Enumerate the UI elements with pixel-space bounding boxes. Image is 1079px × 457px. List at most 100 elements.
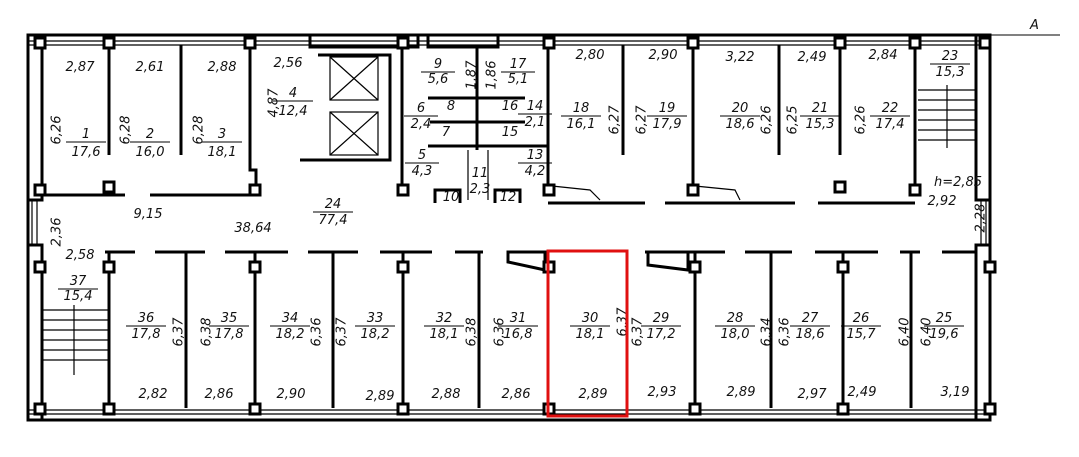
room-area: 17,8 bbox=[215, 327, 244, 342]
room-number: 11 bbox=[472, 166, 489, 181]
dimension-label: 2,90 bbox=[649, 48, 678, 63]
room-area: 2,1 bbox=[525, 115, 546, 130]
room-number: 7 bbox=[442, 125, 451, 140]
dimension-label: 6,37 bbox=[335, 317, 350, 347]
dimension-label: 2,84 bbox=[869, 48, 898, 63]
dimension-label: 6,26 bbox=[854, 106, 869, 135]
room-area: 12,4 bbox=[279, 104, 308, 119]
room-number: 30 bbox=[582, 311, 599, 326]
dimension-label: 2,36 bbox=[50, 218, 65, 247]
dimension-label: 2,87 bbox=[66, 60, 96, 75]
room-number: 9 bbox=[434, 57, 442, 72]
dimension-label: 2,28 bbox=[974, 204, 989, 233]
dimension-label: 2,89 bbox=[579, 387, 608, 402]
room-area: 18,1 bbox=[430, 327, 459, 342]
room-number: 28 bbox=[727, 311, 744, 326]
dimension-label: 2,88 bbox=[432, 387, 461, 402]
room-area: 15,4 bbox=[64, 289, 93, 304]
room-number: 15 bbox=[502, 125, 519, 140]
room-number: 24 bbox=[325, 197, 342, 212]
room-area: 17,9 bbox=[653, 117, 682, 132]
dimension-label: 6,27 bbox=[635, 105, 650, 135]
room-number: 26 bbox=[853, 311, 870, 326]
room-area: 18,1 bbox=[576, 327, 605, 342]
room-number: 17 bbox=[510, 57, 527, 72]
room-area: 16,8 bbox=[504, 327, 533, 342]
staircase-37 bbox=[42, 305, 108, 375]
dimension-label: 6,36 bbox=[778, 318, 793, 347]
room-area: 2,4 bbox=[411, 117, 432, 132]
dimension-label: 9,15 bbox=[134, 207, 163, 222]
dimension-label: 2,86 bbox=[205, 387, 234, 402]
dimension-label: 6,27 bbox=[608, 105, 623, 135]
room-number: 20 bbox=[732, 101, 749, 116]
highlighted-room-30[interactable] bbox=[546, 249, 629, 418]
room-number: 4 bbox=[289, 86, 297, 101]
dimension-label: 2,80 bbox=[576, 48, 605, 63]
dimension-label: 6,26 bbox=[760, 106, 775, 135]
dimension-label: 2,93 bbox=[648, 385, 677, 400]
room-number: 3 bbox=[218, 127, 226, 142]
outer-wall bbox=[26, 33, 992, 422]
dimension-label: 1,87 bbox=[465, 60, 480, 90]
axis-label: A bbox=[1029, 18, 1039, 33]
room-number: 6 bbox=[417, 101, 425, 116]
room-area: 18,2 bbox=[361, 327, 390, 342]
dimension-label: 2,92 bbox=[928, 194, 957, 209]
dimension-label: 4,87 bbox=[267, 88, 282, 118]
room-number: 35 bbox=[221, 311, 238, 326]
dimension-label: 2,89 bbox=[727, 385, 756, 400]
dimension-label: 2,61 bbox=[136, 60, 165, 75]
room-area: 18,6 bbox=[796, 327, 825, 342]
room-number: 12 bbox=[500, 190, 517, 205]
room-number: 33 bbox=[367, 311, 384, 326]
room-number: 13 bbox=[527, 148, 544, 163]
dimension-label: 3,19 bbox=[941, 385, 970, 400]
room-area: 5,1 bbox=[508, 72, 529, 87]
room-area: 15,3 bbox=[806, 117, 835, 132]
dimension-label: 6,36 bbox=[493, 318, 508, 347]
room-number: 2 bbox=[146, 127, 154, 142]
room-number: 22 bbox=[882, 101, 899, 116]
room-area: 16,1 bbox=[567, 117, 596, 132]
room-area: 5,6 bbox=[428, 72, 449, 87]
room-number: 32 bbox=[436, 311, 453, 326]
dimension-label: 2,89 bbox=[366, 389, 395, 404]
room-area: 18,0 bbox=[721, 327, 750, 342]
dimension-label: 2,49 bbox=[798, 50, 827, 65]
room-number: 18 bbox=[573, 101, 590, 116]
room-number: 37 bbox=[70, 274, 87, 289]
columns bbox=[33, 36, 997, 416]
staircase-23 bbox=[918, 85, 976, 148]
room-number: 16 bbox=[502, 99, 519, 114]
walls bbox=[26, 33, 1060, 422]
room-area: 18,1 bbox=[208, 145, 237, 160]
room-number: 31 bbox=[510, 311, 527, 326]
dimension-label: 2,82 bbox=[139, 387, 168, 402]
room-area: 17,4 bbox=[876, 117, 905, 132]
dimension-label: 6,28 bbox=[192, 116, 207, 145]
room-area: 16,0 bbox=[136, 145, 165, 160]
room-area: 77,4 bbox=[319, 213, 348, 228]
dimension-label: 6,26 bbox=[50, 116, 65, 145]
room-number: 21 bbox=[812, 101, 829, 116]
room-number: 1 bbox=[82, 127, 90, 142]
room-area: 18,6 bbox=[726, 117, 755, 132]
dimension-label: 6,28 bbox=[119, 116, 134, 145]
room-area: 15,7 bbox=[847, 327, 877, 342]
dimension-label: 6,34 bbox=[760, 318, 775, 347]
room-area: 4,2 bbox=[525, 164, 546, 179]
room-number: 34 bbox=[282, 311, 299, 326]
dimension-label: 2,56 bbox=[274, 56, 303, 71]
dimension-label: 6,37 bbox=[172, 317, 187, 347]
dimension-label: 6,25 bbox=[786, 106, 801, 135]
room-area: 15,3 bbox=[936, 65, 965, 80]
dimension-label: 2,88 bbox=[208, 60, 237, 75]
dimension-label: 6,38 bbox=[465, 318, 480, 347]
room-area: 4,3 bbox=[412, 164, 433, 179]
room-number: 36 bbox=[138, 311, 155, 326]
dimension-label: 6,37 bbox=[631, 317, 646, 347]
room-number: 14 bbox=[527, 99, 544, 114]
dimension-label: 2,97 bbox=[798, 387, 828, 402]
room-number: 29 bbox=[653, 311, 670, 326]
